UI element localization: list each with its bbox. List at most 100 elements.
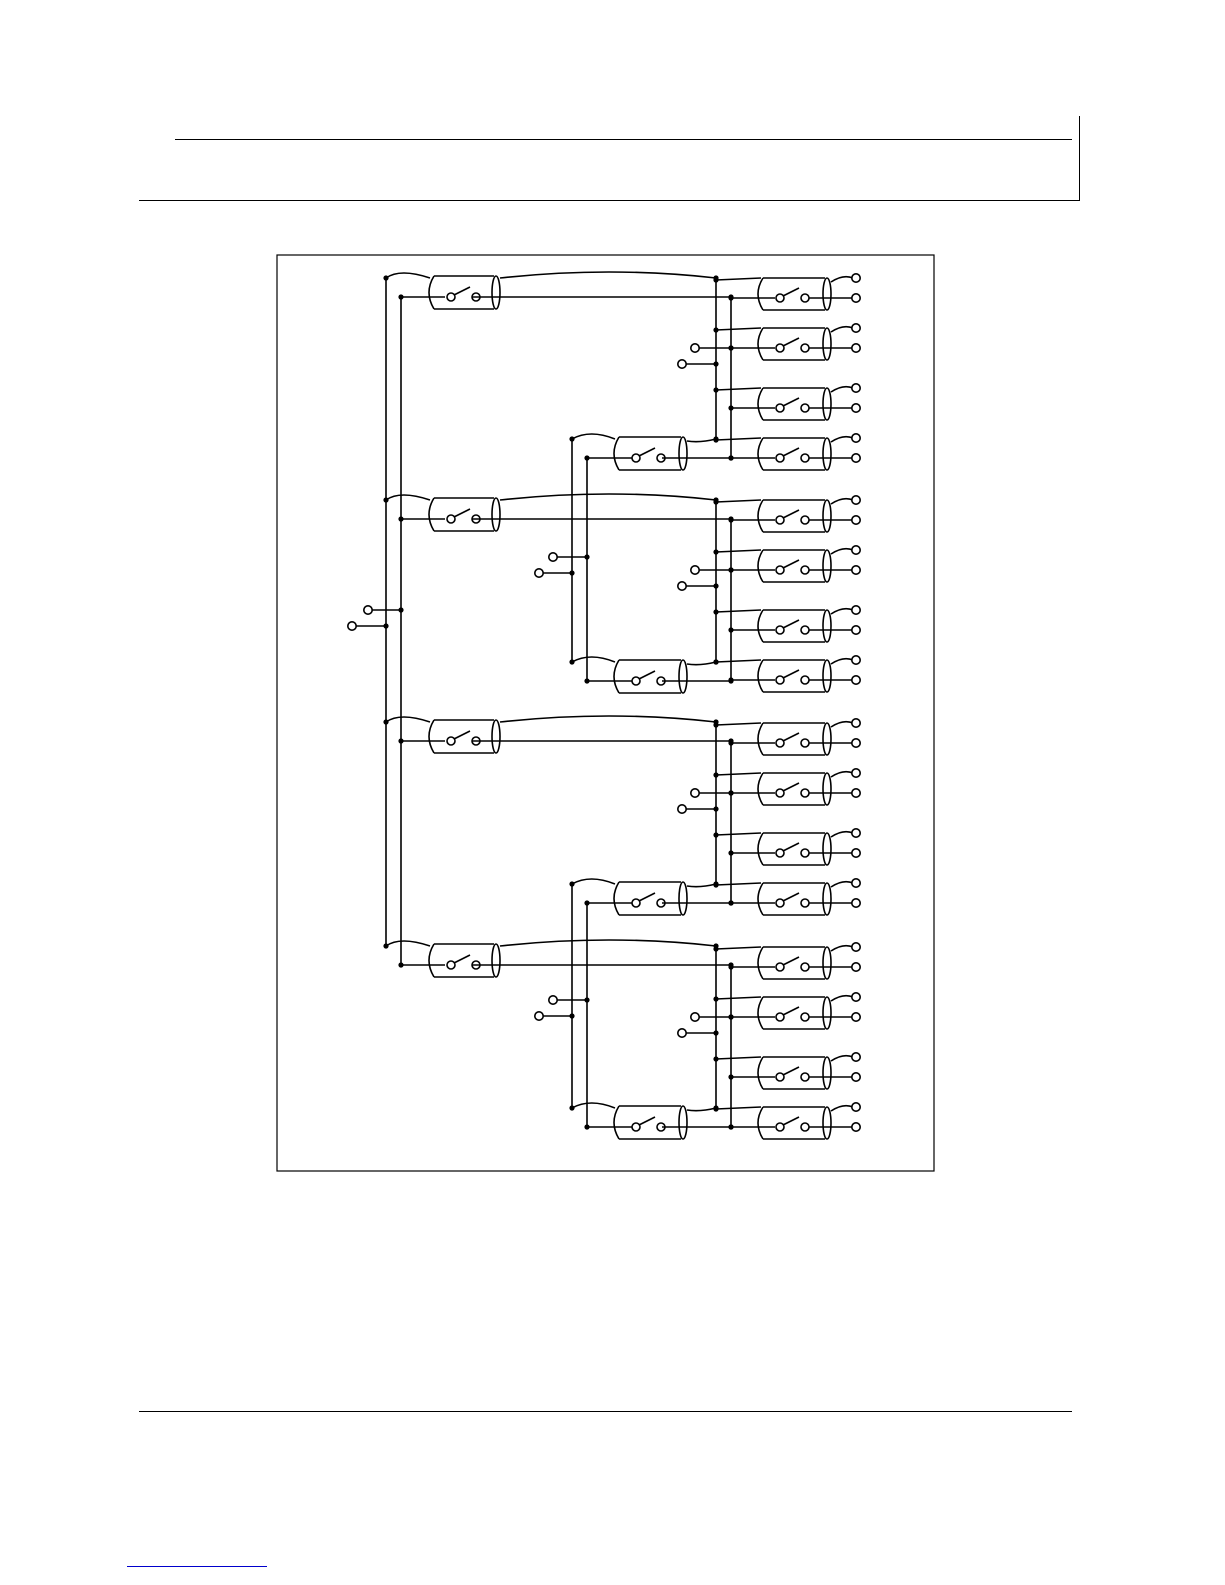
output-arc bbox=[831, 722, 853, 727]
terminal bbox=[678, 1029, 686, 1037]
junction-dot bbox=[713, 436, 718, 441]
output-arc bbox=[831, 437, 853, 442]
relay-body-left-cap bbox=[758, 550, 763, 582]
terminal bbox=[852, 324, 860, 332]
relay-contact bbox=[801, 739, 809, 747]
mid-out-arc bbox=[687, 662, 716, 665]
relay-body-right-cap bbox=[679, 437, 687, 470]
terminal bbox=[535, 569, 543, 577]
relay-contact bbox=[632, 1123, 640, 1131]
terminal bbox=[852, 274, 860, 282]
junction-dot bbox=[728, 455, 733, 460]
mid-out-arc bbox=[687, 439, 716, 442]
junction-dot bbox=[713, 549, 718, 554]
terminal bbox=[691, 566, 699, 574]
output-arc bbox=[831, 549, 853, 554]
relay-contact bbox=[801, 1013, 809, 1021]
relay-body-left-cap bbox=[758, 328, 763, 360]
wire bbox=[716, 278, 761, 280]
relay-switch-blade bbox=[783, 338, 799, 346]
relay-body-left-cap bbox=[614, 1106, 619, 1139]
relay-switch-blade bbox=[783, 843, 799, 851]
terminal bbox=[348, 622, 356, 630]
relay-body-right-cap bbox=[823, 833, 831, 865]
junction-dot bbox=[728, 850, 733, 855]
relay-body-right-cap bbox=[823, 773, 831, 805]
mid-arc bbox=[572, 879, 615, 884]
output-arc bbox=[831, 277, 853, 282]
terminal bbox=[852, 626, 860, 634]
wire bbox=[716, 438, 761, 440]
terminal bbox=[691, 1013, 699, 1021]
stage1-arc bbox=[386, 717, 430, 722]
relay-switch-blade bbox=[454, 509, 470, 517]
output-arc bbox=[831, 882, 853, 887]
terminal bbox=[852, 1013, 860, 1021]
long-arc bbox=[500, 940, 716, 946]
junction-dot bbox=[713, 583, 718, 588]
junction-dot bbox=[713, 361, 718, 366]
relay-contact bbox=[776, 739, 784, 747]
junction-dot bbox=[728, 1014, 733, 1019]
footer-link-underline[interactable] bbox=[127, 1566, 267, 1567]
relay-body-right-cap bbox=[679, 1106, 687, 1139]
junction-dot bbox=[713, 719, 718, 724]
relay-contact bbox=[776, 454, 784, 462]
terminal bbox=[364, 606, 372, 614]
relay-body-left-cap bbox=[758, 773, 763, 805]
wire bbox=[716, 500, 761, 502]
output-arc bbox=[831, 996, 853, 1001]
wire bbox=[716, 550, 761, 552]
relay-body-left-cap bbox=[614, 882, 619, 915]
relay-body-left-cap bbox=[758, 438, 763, 470]
relay-switch-blade bbox=[639, 893, 655, 901]
relay-contact bbox=[632, 454, 640, 462]
relay-body-left-cap bbox=[758, 388, 763, 420]
relay-contact bbox=[776, 626, 784, 634]
relay-body-right-cap bbox=[823, 660, 831, 692]
relay-body-left-cap bbox=[758, 723, 763, 755]
stage1-arc bbox=[386, 941, 430, 946]
relay-switch-blade bbox=[783, 620, 799, 628]
relay-contact bbox=[776, 1013, 784, 1021]
terminal bbox=[852, 899, 860, 907]
wire bbox=[716, 883, 761, 885]
relay-body-right-cap bbox=[492, 276, 500, 309]
terminal bbox=[852, 676, 860, 684]
wire bbox=[716, 1057, 761, 1059]
junction-dot bbox=[713, 772, 718, 777]
junction-dot bbox=[713, 943, 718, 948]
terminal bbox=[852, 516, 860, 524]
junction-dot bbox=[713, 881, 718, 886]
junction-dot bbox=[728, 738, 733, 743]
relay-contact bbox=[776, 849, 784, 857]
relay-switch-blade bbox=[783, 1117, 799, 1125]
relay-contact bbox=[801, 1073, 809, 1081]
junction-dot bbox=[728, 1074, 733, 1079]
output-arc bbox=[831, 499, 853, 504]
long-arc bbox=[500, 272, 716, 278]
relay-body-left-cap bbox=[429, 944, 434, 977]
relay-body-right-cap bbox=[823, 500, 831, 532]
terminal bbox=[852, 384, 860, 392]
relay-body-left-cap bbox=[758, 500, 763, 532]
mid-arc bbox=[572, 434, 615, 439]
junction-dot bbox=[713, 609, 718, 614]
relay-body-left-cap bbox=[758, 1107, 763, 1139]
relay-contact bbox=[801, 1123, 809, 1131]
relay-body-right-cap bbox=[823, 550, 831, 582]
relay-contact bbox=[801, 849, 809, 857]
relay-body-left-cap bbox=[758, 833, 763, 865]
relay-contact bbox=[801, 454, 809, 462]
stage1-arc bbox=[386, 273, 430, 278]
wire bbox=[716, 1107, 761, 1109]
terminal bbox=[852, 789, 860, 797]
relay-switch-blade bbox=[454, 287, 470, 295]
relay-contact bbox=[801, 899, 809, 907]
output-arc bbox=[831, 659, 853, 664]
relay-contact bbox=[776, 404, 784, 412]
output-arc bbox=[831, 327, 853, 332]
junction-dot bbox=[713, 806, 718, 811]
wire bbox=[716, 610, 761, 612]
relay-body-left-cap bbox=[758, 660, 763, 692]
